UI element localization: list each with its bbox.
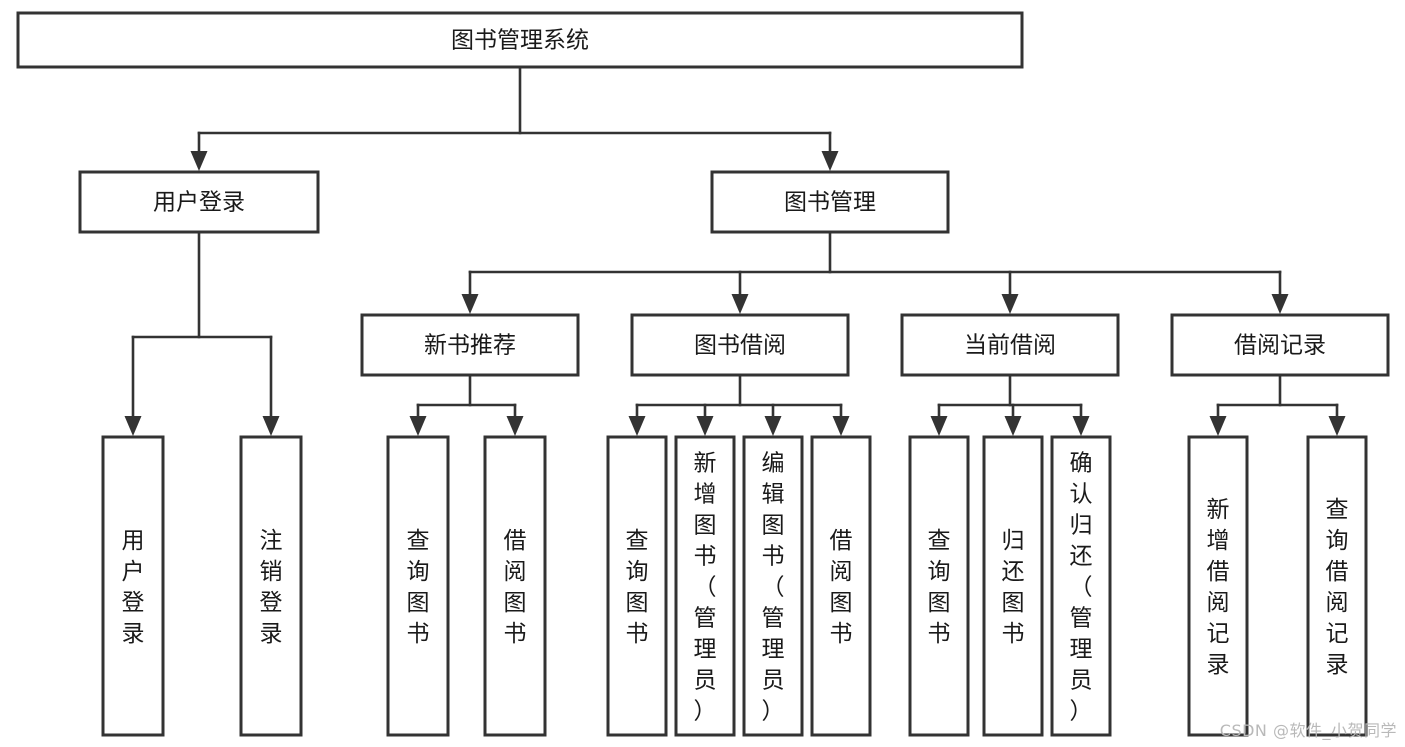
node-leaf-new-2[interactable]: 借阅图书 [483,435,547,737]
node-label: 确认归还（管理员） [1070,451,1093,725]
node-bookmgmt[interactable]: 图书管理 [710,170,950,234]
node-label: 图书管理系统 [451,28,589,54]
arrow-head-icon [190,151,208,171]
node-leaf-cur-2[interactable]: 归还图书 [982,435,1044,737]
edge-group-root [190,65,839,171]
node-box[interactable] [908,435,970,737]
node-box[interactable] [1306,435,1368,737]
edge-group-records [1209,373,1346,436]
node-box[interactable] [16,11,1024,69]
edge-group-newbook [409,373,524,436]
node-login[interactable]: 用户登录 [78,170,320,234]
node-box[interactable] [606,435,668,737]
node-box[interactable] [360,313,580,377]
arrow-head-icon [832,416,850,436]
node-label: 新增图书（管理员） [694,451,717,725]
node-box[interactable] [1170,313,1390,377]
node-label: 当前借阅 [964,333,1056,359]
arrow-head-icon [696,416,714,436]
node-leaf-rec-2[interactable]: 查询借阅记录 [1306,435,1368,737]
node-leaf-login-2[interactable]: 注销登录 [239,435,303,737]
node-box[interactable] [900,313,1120,377]
node-box[interactable] [1050,435,1112,737]
node-leaf-new-1[interactable]: 查询图书 [386,435,450,737]
node-box[interactable] [810,435,872,737]
arrow-head-icon [262,416,280,436]
node-box[interactable] [483,435,547,737]
node-label: 查询图书 [626,528,649,647]
node-label: 查询借阅记录 [1326,497,1349,678]
node-box[interactable] [982,435,1044,737]
node-leaf-bor-2[interactable]: 新增图书（管理员） [674,435,736,737]
node-leaf-bor-3[interactable]: 编辑图书（管理员） [742,435,804,737]
arrow-head-icon [1072,416,1090,436]
node-leaf-bor-1[interactable]: 查询图书 [606,435,668,737]
node-box[interactable] [239,435,303,737]
node-label: 图书借阅 [694,333,786,359]
node-root[interactable]: 图书管理系统 [16,11,1024,69]
node-records[interactable]: 借阅记录 [1170,313,1390,377]
edges-layer [124,65,1346,436]
node-label: 用户登录 [122,528,145,647]
node-label: 借阅图书 [504,528,527,647]
edge-group-current [930,373,1090,436]
node-leaf-rec-1[interactable]: 新增借阅记录 [1187,435,1249,737]
edge-group-borrow [628,373,850,436]
node-label: 查询图书 [407,528,430,647]
node-leaf-cur-3[interactable]: 确认归还（管理员） [1050,435,1112,737]
arrow-head-icon [1001,294,1019,314]
arrow-head-icon [1209,416,1227,436]
arrow-head-icon [821,151,839,171]
node-label: 用户登录 [153,190,245,216]
node-box[interactable] [742,435,804,737]
node-label: 图书管理 [784,190,876,216]
node-label: 注销登录 [260,528,283,647]
edge-group-login [124,230,280,436]
arrow-head-icon [731,294,749,314]
arrow-head-icon [628,416,646,436]
node-leaf-cur-1[interactable]: 查询图书 [908,435,970,737]
node-label: 编辑图书（管理员） [762,451,785,725]
node-label: 归还图书 [1002,528,1025,647]
arrow-head-icon [409,416,427,436]
arrow-head-icon [930,416,948,436]
node-box[interactable] [1187,435,1249,737]
node-box[interactable] [630,313,850,377]
node-current[interactable]: 当前借阅 [900,313,1120,377]
edge-group-bookmgmt [461,230,1289,314]
arrow-head-icon [461,294,479,314]
node-box[interactable] [101,435,165,737]
arrow-head-icon [764,416,782,436]
watermark: CSDN @软件_小贺同学 [1219,721,1397,740]
node-newbook[interactable]: 新书推荐 [360,313,580,377]
node-box[interactable] [386,435,450,737]
arrow-head-icon [1004,416,1022,436]
node-borrow[interactable]: 图书借阅 [630,313,850,377]
node-leaf-bor-4[interactable]: 借阅图书 [810,435,872,737]
node-label: 查询图书 [928,528,951,647]
node-box[interactable] [78,170,320,234]
node-label: 新书推荐 [424,333,516,359]
node-label: 借阅图书 [830,528,853,647]
node-box[interactable] [674,435,736,737]
nodes-layer: 图书管理系统用户登录图书管理新书推荐图书借阅当前借阅借阅记录用户登录注销登录查询… [16,11,1390,737]
node-label: 新增借阅记录 [1207,497,1230,678]
node-leaf-login-1[interactable]: 用户登录 [101,435,165,737]
node-box[interactable] [710,170,950,234]
arrow-head-icon [124,416,142,436]
node-label: 借阅记录 [1234,333,1326,359]
arrow-head-icon [506,416,524,436]
arrow-head-icon [1328,416,1346,436]
arrow-head-icon [1271,294,1289,314]
